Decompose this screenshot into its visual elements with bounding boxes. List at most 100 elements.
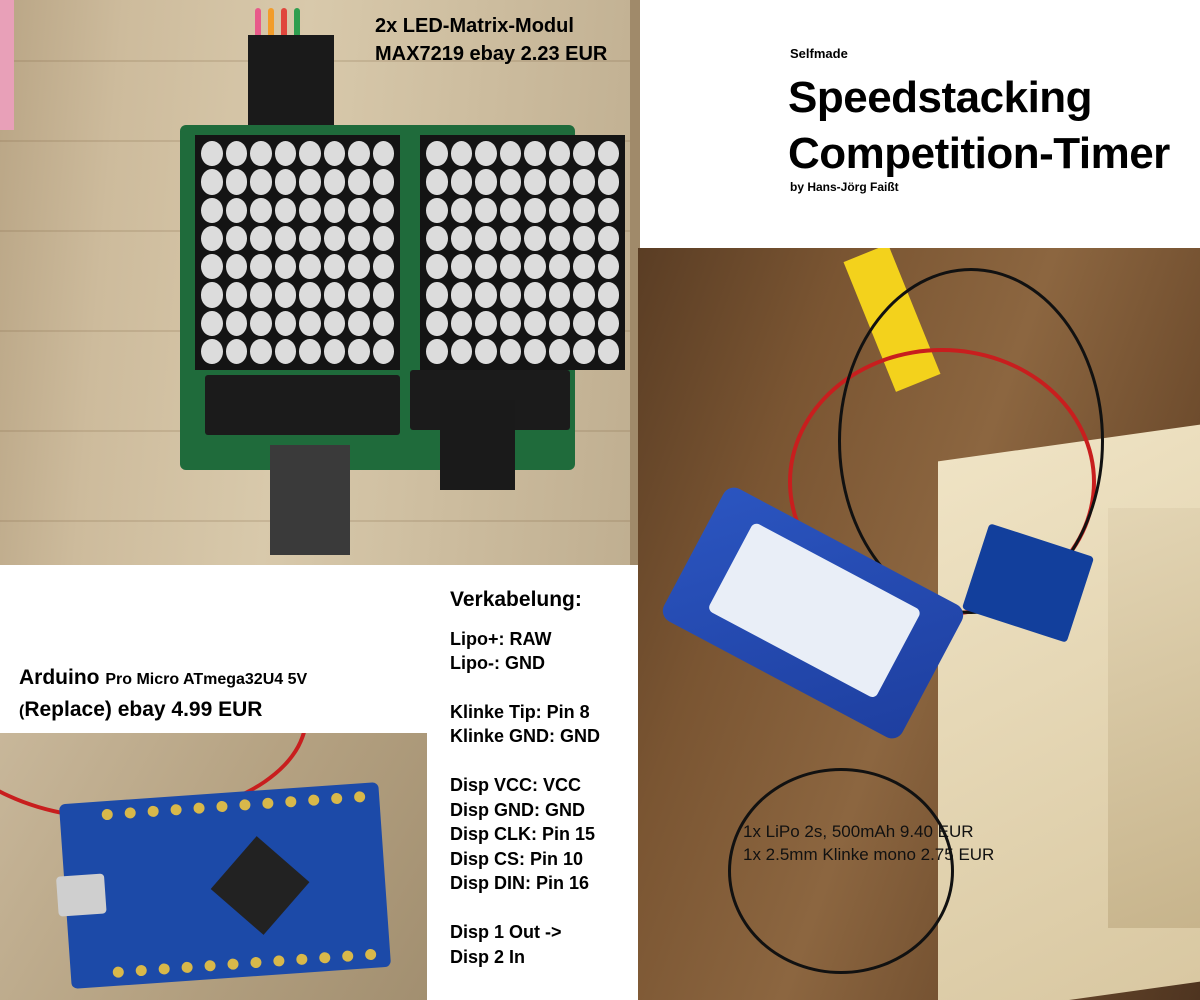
pro-micro-board [55,782,392,989]
led-dot [597,338,619,364]
led-dot [299,338,321,364]
led-dot [201,310,223,336]
led-dot [597,141,619,167]
led-dot [201,338,223,364]
arduino-paren: ( [19,703,25,720]
wiring-item: Disp 1 Out -> [450,921,562,942]
led-module-caption: 2x LED-Matrix-Modul MAX7219 ebay 2.23 EU… [375,12,607,68]
lipo-caption: 1x LiPo 2s, 500mAh 9.40 EUR 1x 2.5mm Kli… [743,820,994,866]
lipo-caption-line2: 1x 2.5mm Klinke mono 2.75 EUR [743,845,995,864]
header-pin [318,951,331,964]
led-dot [426,197,448,223]
led-dot [548,169,570,195]
led-dot [475,310,497,336]
led-dot [323,197,345,223]
led-dot [201,197,223,223]
led-dot [597,254,619,280]
led-dot [323,225,345,251]
led-dot [274,310,296,336]
led-dot [426,141,448,167]
led-dot [548,225,570,251]
kicker-label: Selfmade [790,46,848,61]
led-dot [250,282,272,308]
led-dot [524,197,546,223]
header-pin [216,800,228,813]
led-dot [299,310,321,336]
wiring-item: Lipo+: RAW [450,628,552,649]
led-dot [348,282,370,308]
header-pin [170,803,182,816]
wiring-group-jack: Klinke Tip: Pin 8 Klinke GND: GND [450,700,600,749]
led-dot [201,141,223,167]
led-dot [372,254,394,280]
led-dot [597,169,619,195]
led-dot [250,141,272,167]
header-pin [341,950,354,962]
led-dot [225,141,247,167]
led-dot [348,197,370,223]
led-dot [548,310,570,336]
led-dot [225,254,247,280]
wiring-list: Verkabelung: Lipo+: RAW Lipo-: GND Klink… [450,588,600,969]
header-pin [284,795,297,808]
led-dot [348,338,370,364]
led-dot [225,282,247,308]
header-pin [227,958,239,971]
led-dot [573,169,595,195]
header-pin [147,805,160,818]
led-dot [450,254,472,280]
header-pin [330,792,343,805]
led-dot [499,282,521,308]
led-dot [225,225,247,251]
led-dot [597,197,619,223]
byline: by Hans-Jörg Faißt [790,180,899,194]
led-dot [597,310,619,336]
led-dot [450,310,472,336]
led-dot [450,141,472,167]
led-dot [225,310,247,336]
led-dot [426,169,448,195]
page-title: Speedstacking Competition-Timer [788,70,1170,182]
led-dot [372,338,394,364]
header-pin [273,955,285,967]
header-pin [158,963,171,975]
led-dot [372,225,394,251]
arduino-model: Pro Micro ATmega32U4 5V [105,671,308,688]
led-dot [499,141,521,167]
led-dot [201,225,223,251]
led-dot [426,225,448,251]
wiring-item: Disp CLK: Pin 15 [450,824,596,845]
wiring-group-power: Lipo+: RAW Lipo-: GND [450,627,600,676]
header-pin [135,964,148,977]
led-dot [274,141,296,167]
led-dot [372,282,394,308]
header-pin [307,794,320,806]
led-dot [573,310,595,336]
lipo-caption-line1: 1x LiPo 2s, 500mAh 9.40 EUR [743,822,974,841]
wiring-heading: Verkabelung: [450,588,582,611]
led-matrix-right [420,135,625,370]
wiring-group-display: Disp VCC: VCC Disp GND: GND Disp CLK: Pi… [450,773,600,896]
led-dot [250,254,272,280]
usb-connector [55,873,107,917]
wiring-item: Klinke GND: GND [450,726,601,747]
led-dot [548,141,570,167]
led-dot [573,225,595,251]
led-dot [426,254,448,280]
led-dot [225,197,247,223]
led-dot [348,254,370,280]
led-dot [475,197,497,223]
header-pin [364,948,377,961]
led-dot [426,310,448,336]
led-dot [475,169,497,195]
led-dot [323,310,345,336]
led-dot [475,338,497,364]
led-dot [250,197,272,223]
led-dot [299,141,321,167]
led-dot [201,169,223,195]
header-pin [250,956,262,969]
wiring-item: Klinke Tip: Pin 8 [450,701,590,722]
led-dot [450,169,472,195]
header-pin [181,961,193,974]
pro-micro-photo [0,733,427,1000]
